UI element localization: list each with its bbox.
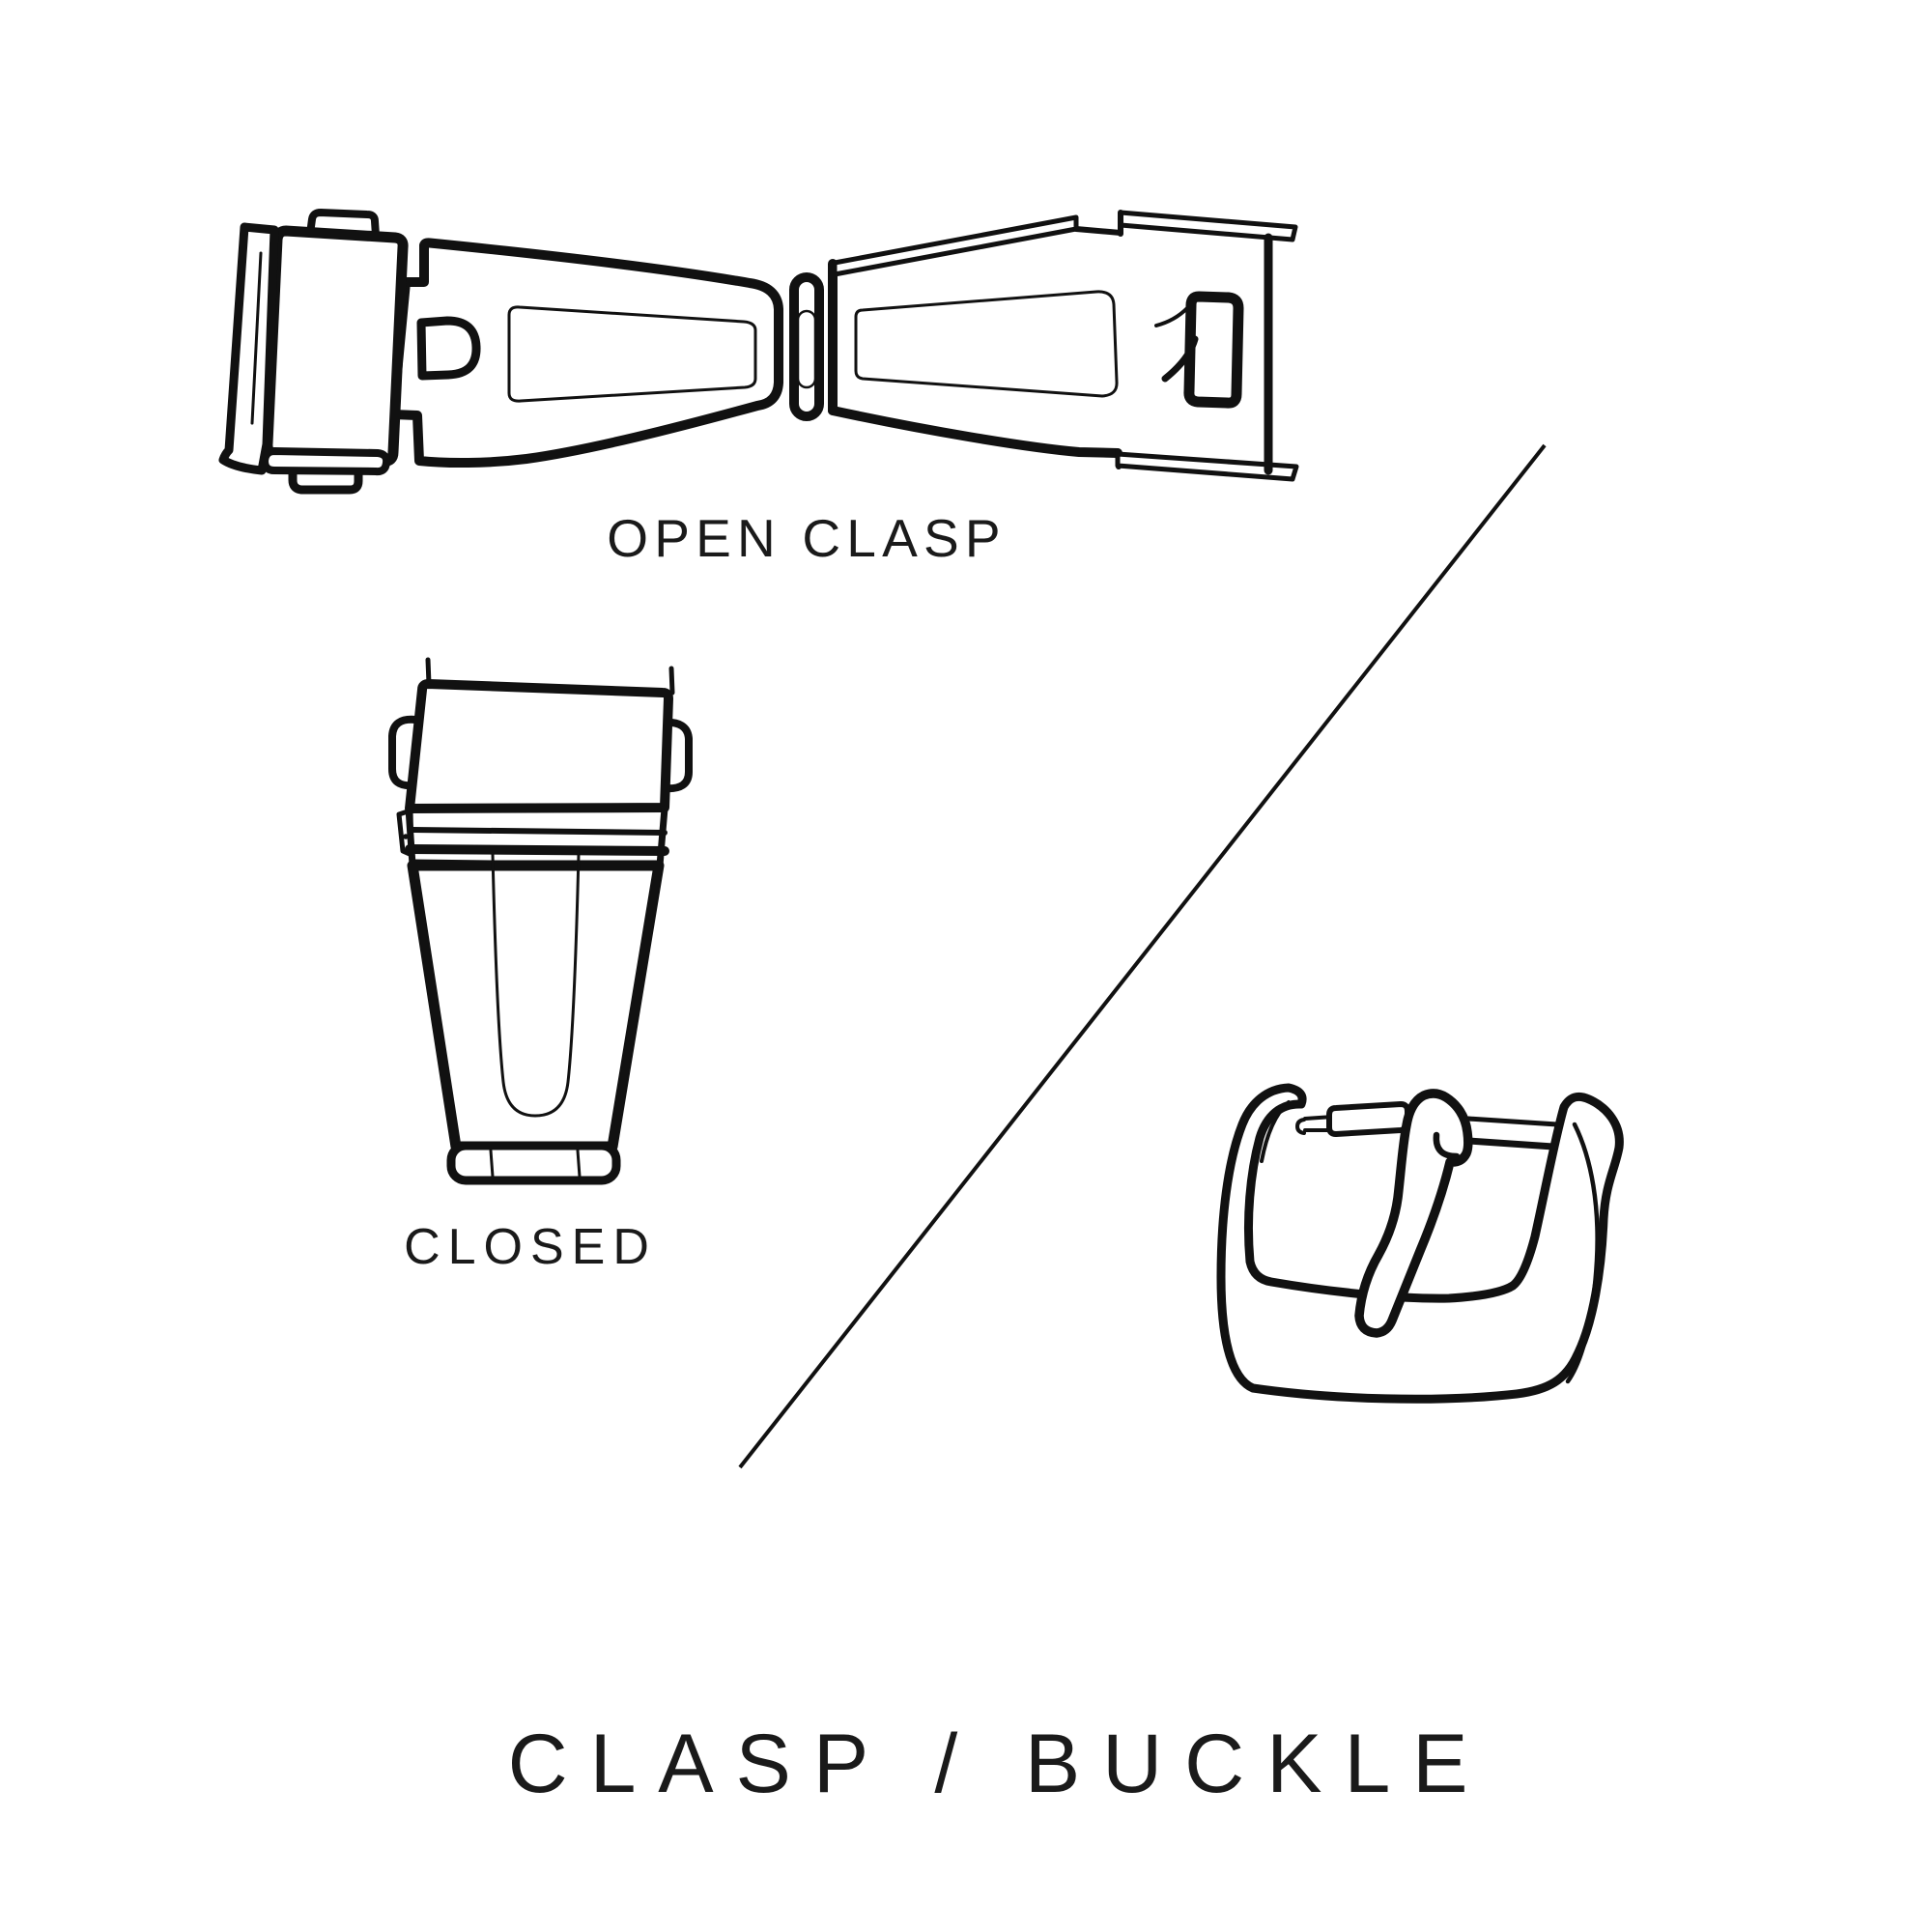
svg-text:OPEN CLASP: OPEN CLASP bbox=[607, 508, 1007, 568]
svg-text:CLASP / BUCKLE: CLASP / BUCKLE bbox=[508, 1718, 1491, 1810]
svg-text:CLOSED: CLOSED bbox=[404, 1219, 657, 1275]
